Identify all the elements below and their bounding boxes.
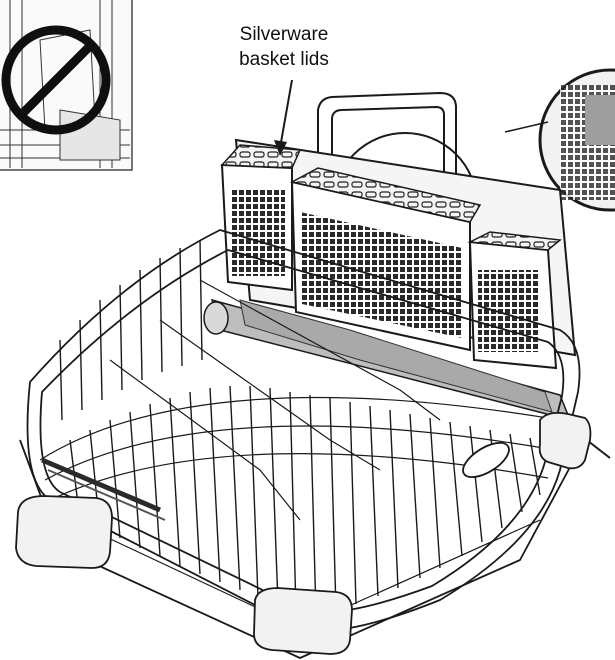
detail-magnifier <box>538 68 615 212</box>
silverware-basket-lids-label-overlay-line1: Silverware <box>239 24 329 45</box>
no-symbol-icon <box>1 25 111 135</box>
basket-handle <box>317 91 457 200</box>
inset-wrong-placement <box>0 0 133 171</box>
rack-wheels <box>15 411 592 655</box>
silverware-basket-lids-label-overlay: Silverware basket lids <box>224 22 344 72</box>
silverware-basket <box>220 138 577 370</box>
silverware-basket-lids-label-overlay-line2: basket lids <box>239 49 329 70</box>
lids-leader-arrow <box>274 79 293 156</box>
basket-mount-tray <box>203 298 572 422</box>
magnifier-leader-line <box>504 121 549 133</box>
